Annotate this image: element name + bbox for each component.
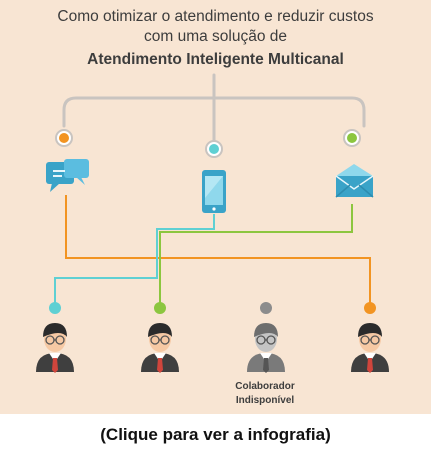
channel-tree-lines <box>62 73 366 142</box>
smartphone-icon <box>202 170 226 213</box>
agent-1 <box>36 302 74 373</box>
envelope-icon <box>335 164 374 198</box>
route-line-orange <box>65 195 371 308</box>
agent-4 <box>351 302 389 373</box>
agent-status-dot <box>364 302 376 314</box>
agent-status-dot <box>154 302 166 314</box>
route-line-green <box>159 204 353 306</box>
person-icon <box>351 323 389 373</box>
title-line-1: Como otimizar o atendimento e reduzir cu… <box>57 8 374 25</box>
person-icon <box>36 323 74 373</box>
infographic-panel[interactable]: Como otimizar o atendimento e reduzir cu… <box>0 0 431 414</box>
channel-dot-chat <box>55 129 73 147</box>
person-icon <box>247 323 285 373</box>
agent-3 <box>247 302 285 373</box>
unavailable-caption-line-2: Indisponível <box>235 395 295 406</box>
unavailable-caption-line-1: Colaborador <box>235 381 295 392</box>
channel-dot-email <box>343 129 361 147</box>
routing-diagram <box>36 73 389 373</box>
agent-status-dot <box>49 302 61 314</box>
agent-status-dot <box>260 302 272 314</box>
person-icon <box>141 323 179 373</box>
title-line-3: Atendimento Inteligente Multicanal <box>87 51 344 68</box>
agent-2 <box>141 302 179 373</box>
channel-dot-mobile <box>205 140 223 158</box>
route-line-teal <box>54 214 215 306</box>
agents-group <box>36 302 389 373</box>
title-line-2: com uma solução de <box>143 28 288 45</box>
chat-bubbles-icon <box>46 159 89 192</box>
view-infographic-link[interactable]: (Clique para ver a infografia) <box>100 425 331 444</box>
